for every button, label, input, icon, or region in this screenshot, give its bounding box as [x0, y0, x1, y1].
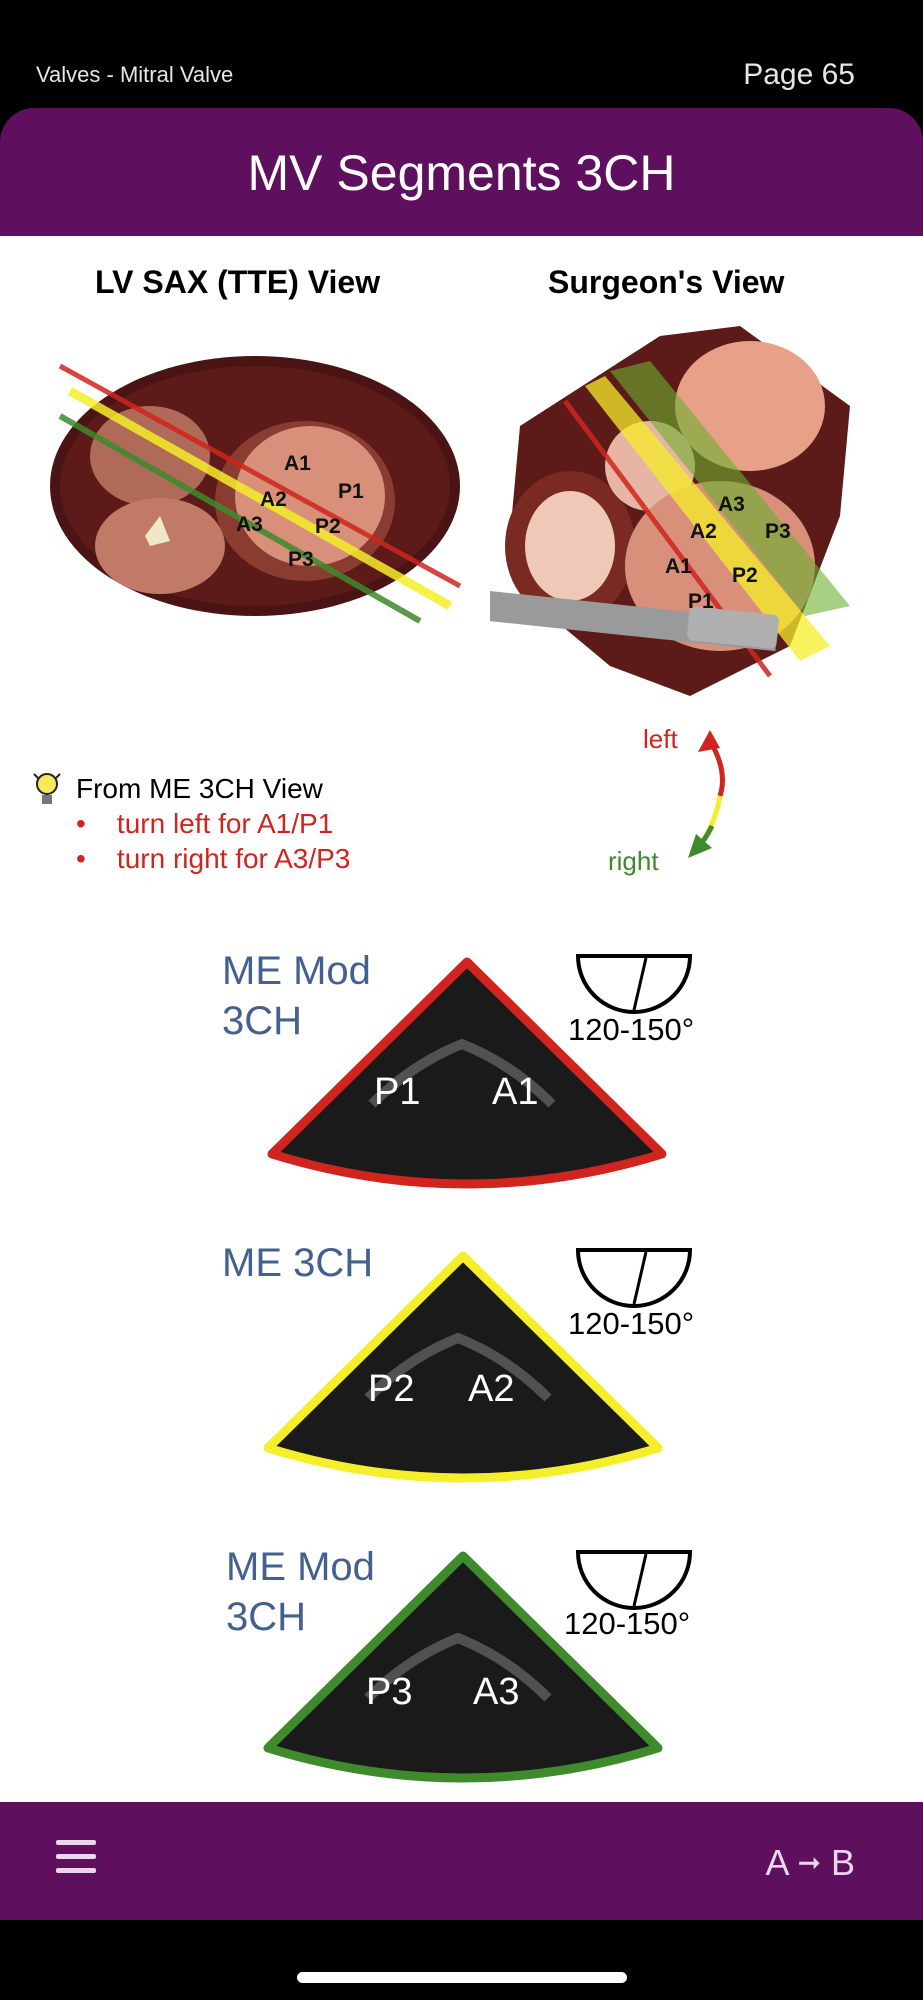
- bottom-toolbar: A ➞ B: [0, 1802, 923, 1920]
- angle-dial-icon: [575, 1248, 693, 1308]
- echo-1-view-label: ME Mod 3CH: [222, 949, 371, 1043]
- echo-2-image: P2 A2: [263, 1251, 663, 1483]
- lv-sax-label-p3: P3: [288, 548, 314, 571]
- surgeons-view-heading: Surgeon's View: [548, 264, 785, 300]
- lv-sax-view-heading: LV SAX (TTE) View: [95, 264, 381, 300]
- lv-sax-label-a1: A1: [284, 452, 311, 475]
- rotate-right-label: right: [608, 846, 659, 876]
- angle-dial-icon: [575, 954, 693, 1014]
- lv-sax-label-p1: P1: [338, 480, 364, 503]
- echo-2-angle: 120-150°: [568, 1306, 695, 1341]
- tip-bullet-2: • turn right for A3/P3: [76, 843, 350, 875]
- surgeons-label-p2: P2: [732, 564, 758, 587]
- compare-label-b: B: [830, 1842, 855, 1883]
- page-number: Page 65: [743, 58, 855, 91]
- tip-intro: From ME 3CH View: [76, 773, 323, 804]
- lv-sax-label-p2: P2: [315, 515, 341, 538]
- echo-2-view-label: ME 3CH: [222, 1241, 374, 1285]
- lv-sax-label-a2: A2: [260, 488, 287, 511]
- compare-label-a: A: [765, 1842, 788, 1883]
- top-bar: Valves - Mitral Valve Page 65: [0, 0, 923, 110]
- surgeons-label-a1: A1: [665, 555, 692, 578]
- surgeons-label-a2: A2: [690, 520, 717, 543]
- page-content: LV SAX (TTE) View Surgeon's View A1 A2 A…: [0, 236, 923, 1802]
- surgeons-label-a3: A3: [718, 493, 745, 516]
- page-title: MV Segments 3CH: [247, 145, 676, 201]
- echo-2-label-left: P2: [368, 1368, 414, 1410]
- rotation-arrow-icon: [688, 730, 725, 858]
- echo-2-label-right: A2: [468, 1368, 514, 1410]
- bullet-dot: •: [76, 843, 117, 874]
- lv-sax-label-a3: A3: [236, 513, 263, 536]
- echo-3-label-left: P3: [366, 1671, 412, 1713]
- echo-1-label-right: A1: [492, 1071, 538, 1113]
- echo-3-angle: 120-150°: [564, 1606, 691, 1641]
- surgeons-label-p1: P1: [688, 590, 714, 613]
- bullet-dot: •: [76, 808, 117, 839]
- home-indicator[interactable]: [297, 1972, 627, 1983]
- echo-1-image: P1 A1: [267, 957, 667, 1189]
- rotate-left-label: left: [643, 724, 678, 754]
- right-arrow-icon: ➞: [797, 1847, 821, 1878]
- tip-bullet-1-text: turn left for A1/P1: [116, 808, 334, 839]
- tip-bullet-1: • turn left for A1/P1: [76, 808, 333, 840]
- lightbulb-icon: [32, 770, 62, 810]
- angle-dial-icon: [575, 1550, 693, 1610]
- surgeons-label-p3: P3: [765, 520, 791, 543]
- compare-button[interactable]: A ➞ B: [765, 1842, 855, 1884]
- echo-3-image: P3 A3: [263, 1551, 663, 1783]
- surgeons-view-illustration: A1 A2 A3 P1 P2 P3: [490, 326, 850, 696]
- echo-3-label-right: A3: [473, 1671, 519, 1713]
- echo-3-view-label: ME Mod 3CH: [226, 1545, 375, 1639]
- hamburger-menu-icon[interactable]: [56, 1840, 96, 1878]
- title-bar: MV Segments 3CH: [0, 108, 923, 236]
- echo-1-angle: 120-150°: [568, 1012, 695, 1047]
- lv-sax-illustration: A1 A2 A3 P1 P2 P3: [50, 356, 462, 624]
- breadcrumb: Valves - Mitral Valve: [36, 62, 234, 87]
- echo-1-label-left: P1: [374, 1071, 420, 1113]
- tip-bullet-2-text: turn right for A3/P3: [116, 843, 351, 874]
